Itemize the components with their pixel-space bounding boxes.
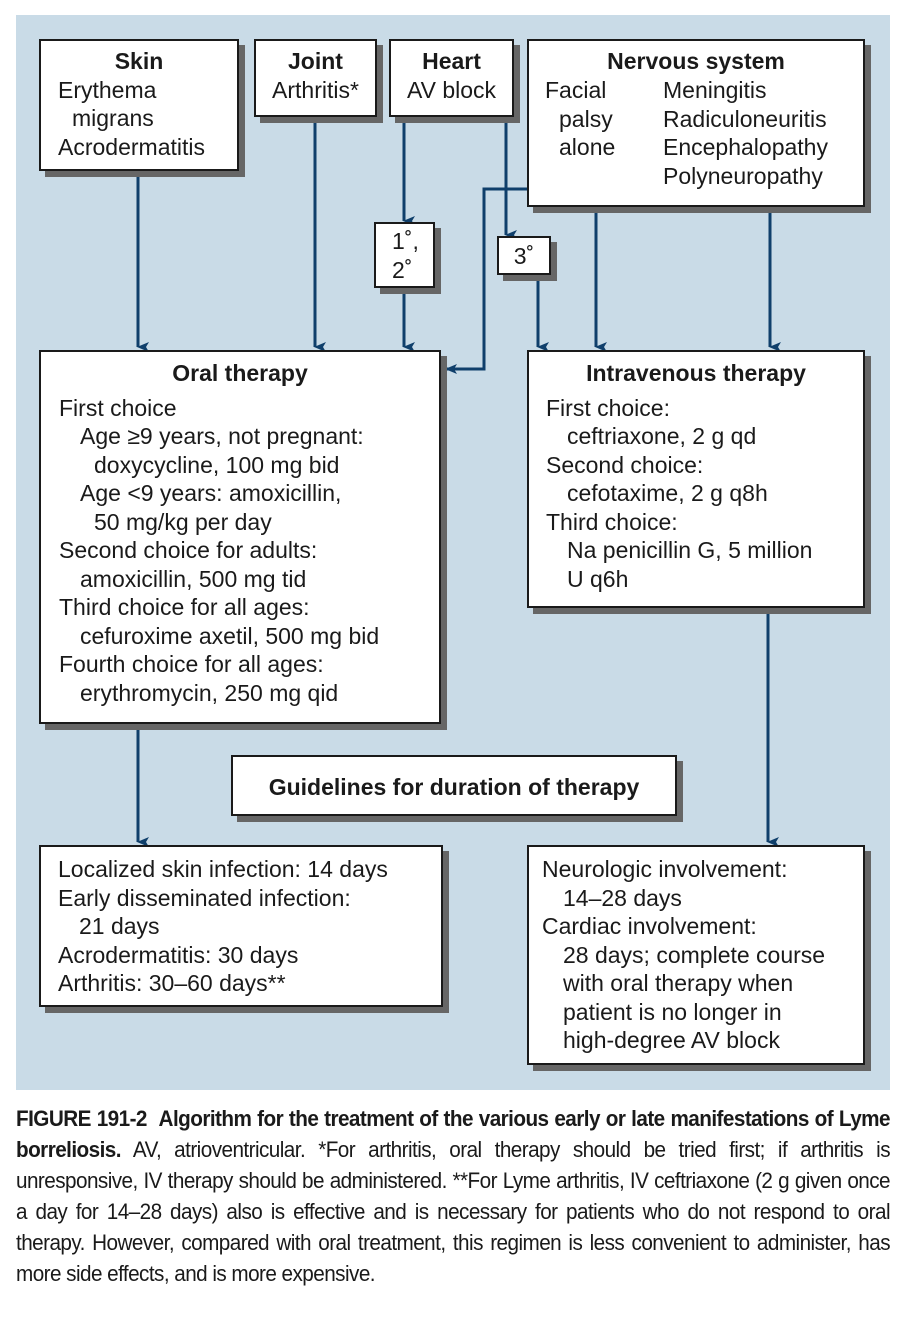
figure-caption: FIGURE 191-2 Algorithm for the treatment… (16, 1103, 891, 1289)
iv-therapy-box: Intravenous therapy First choice: ceftri… (527, 350, 865, 608)
oral-line: erythromycin, 250 mg qid (80, 679, 339, 706)
oral-line: Age <9 years: amoxicillin, (80, 480, 342, 506)
iv-duration-line: 14–28 days (563, 884, 682, 911)
oral-line: doxycycline, 100 mg bid (94, 451, 340, 478)
degree-3-box: 3˚ (497, 236, 551, 275)
degree-3-label: 3˚ (513, 243, 535, 269)
iv-therapy-title: Intravenous therapy (586, 360, 806, 386)
iv-duration-line: with oral therapy when (563, 970, 794, 996)
caption-title: Algorithm for the treatment of the vario… (16, 1106, 891, 1162)
degree-1-label: 1˚, (392, 228, 419, 254)
iv-line: cefotaxime, 2 g q8h (567, 480, 768, 506)
nervous-right-line: Radiculoneuritis (663, 105, 827, 132)
iv-line: Second choice: (546, 451, 704, 478)
guidelines-title: Guidelines for duration of therapy (268, 774, 640, 800)
heart-title: Heart (422, 48, 481, 74)
joint-title: Joint (288, 48, 343, 74)
skin-title: Skin (114, 48, 164, 74)
oral-line: Fourth choice for all ages: (59, 651, 324, 677)
iv-duration-line: high-degree AV block (563, 1027, 780, 1053)
iv-line: Na penicillin G, 5 million (567, 537, 813, 563)
skin-box: Skin Erythema migrans Acrodermatitis (39, 39, 239, 171)
nervous-system-title: Nervous system (607, 48, 785, 74)
iv-line: U q6h (567, 565, 629, 592)
oral-therapy-box: Oral therapy First choice Age ≥9 years, … (39, 350, 441, 724)
degree-2-label: 2˚ (392, 257, 413, 283)
oral-duration-line: Arthritis: 30–60 days** (58, 970, 286, 996)
oral-duration-line: Localized skin infection: 14 days (58, 856, 388, 882)
nervous-left-line: palsy (559, 105, 613, 132)
skin-line: Erythema (58, 76, 157, 103)
joint-box: Joint Arthritis* (254, 39, 377, 117)
caption-label: FIGURE 191-2 (16, 1106, 147, 1131)
iv-duration-line: 28 days; complete course (563, 941, 826, 968)
oral-therapy-title: Oral therapy (172, 360, 308, 386)
nervous-left-line: Facial (545, 77, 607, 103)
iv-line: ceftriaxone, 2 g qd (567, 423, 757, 449)
iv-duration-line: patient is no longer in (563, 998, 782, 1025)
oral-line: Third choice for all ages: (59, 594, 310, 620)
degree-1-2-box: 1˚, 2˚ (374, 222, 435, 288)
heart-line: AV block (406, 76, 497, 103)
guidelines-title-box: Guidelines for duration of therapy (231, 755, 677, 816)
iv-duration-line: Cardiac involvement: (542, 913, 757, 939)
oral-duration-line: 21 days (79, 913, 160, 939)
oral-line: 50 mg/kg per day (94, 508, 272, 535)
nervous-system-box: Nervous system Facial palsy alone Mening… (527, 39, 865, 207)
oral-duration-line: Early disseminated infection: (58, 884, 351, 911)
iv-line: First choice: (546, 394, 670, 421)
nervous-left-line: alone (559, 134, 616, 160)
nervous-right-line: Encephalopathy (663, 134, 828, 160)
nervous-right-line: Meningitis (663, 77, 767, 103)
joint-line: Arthritis* (272, 76, 359, 103)
heart-box: Heart AV block (389, 39, 514, 117)
iv-duration-line: Neurologic involvement: (542, 856, 788, 882)
oral-line: First choice (59, 394, 177, 421)
oral-duration-box: Localized skin infection: 14 days Early … (39, 845, 443, 1007)
oral-line: Age ≥9 years, not pregnant: (80, 423, 364, 449)
oral-line: Second choice for adults: (59, 537, 318, 563)
oral-duration-line: Acrodermatitis: 30 days (58, 941, 299, 968)
skin-line: migrans (72, 105, 154, 131)
iv-line: Third choice: (546, 508, 678, 535)
nervous-right-line: Polyneuropathy (663, 162, 823, 189)
oral-line: cefuroxime axetil, 500 mg bid (80, 622, 380, 649)
skin-line: Acrodermatitis (58, 133, 205, 160)
iv-duration-box: Neurologic involvement: 14–28 days Cardi… (527, 845, 865, 1065)
oral-line: amoxicillin, 500 mg tid (80, 565, 307, 592)
caption-text: AV, atrioventricular. *For arthritis, or… (16, 1137, 891, 1286)
